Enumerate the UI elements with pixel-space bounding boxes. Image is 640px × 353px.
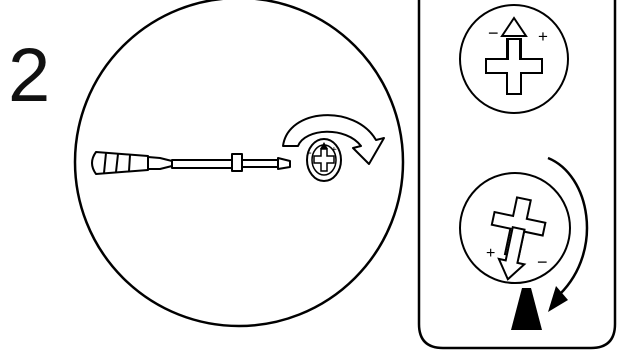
adjuster-plus-sign: + — [331, 145, 337, 156]
detail-top-arrow-shaft — [507, 38, 521, 60]
handle-groove — [128, 154, 131, 172]
screwdriver-icon — [91, 151, 291, 175]
screwdriver-blade — [241, 159, 279, 168]
rotation-arc — [547, 156, 589, 295]
rotation-arrowhead-icon — [548, 286, 568, 312]
detail-adjuster-top: − + — [459, 4, 569, 114]
detail-panel: − + + − — [417, 0, 617, 350]
handle-groove — [115, 153, 119, 173]
rotation-arrow-icon — [282, 114, 385, 165]
main-magnified-view: - + — [73, 0, 405, 328]
detail-top-minus-sign: − — [488, 23, 499, 43]
screwdriver-tip — [277, 157, 291, 170]
detail-bottom-plus-sign: + — [486, 245, 495, 262]
handle-groove — [103, 152, 107, 174]
adjuster-screw: - + — [306, 138, 342, 182]
adjuster-arrow-icon — [320, 142, 328, 149]
adjust-down-arrow-icon — [497, 225, 527, 281]
detail-bottom-minus-sign: − — [537, 252, 548, 272]
step-number: 2 — [8, 33, 51, 118]
adjust-up-arrow-icon — [500, 16, 528, 37]
detail-adjuster-bottom: + − — [459, 156, 589, 330]
screwdriver-grip-icon — [511, 288, 542, 330]
screwdriver-handle — [91, 151, 149, 175]
screwdriver-shaft — [171, 159, 235, 169]
adjuster-cross-slot — [313, 148, 335, 172]
adjuster-minus-sign: - — [308, 147, 312, 159]
detail-top-plus-sign: + — [538, 27, 548, 46]
screwdriver-ferrule — [231, 153, 243, 172]
